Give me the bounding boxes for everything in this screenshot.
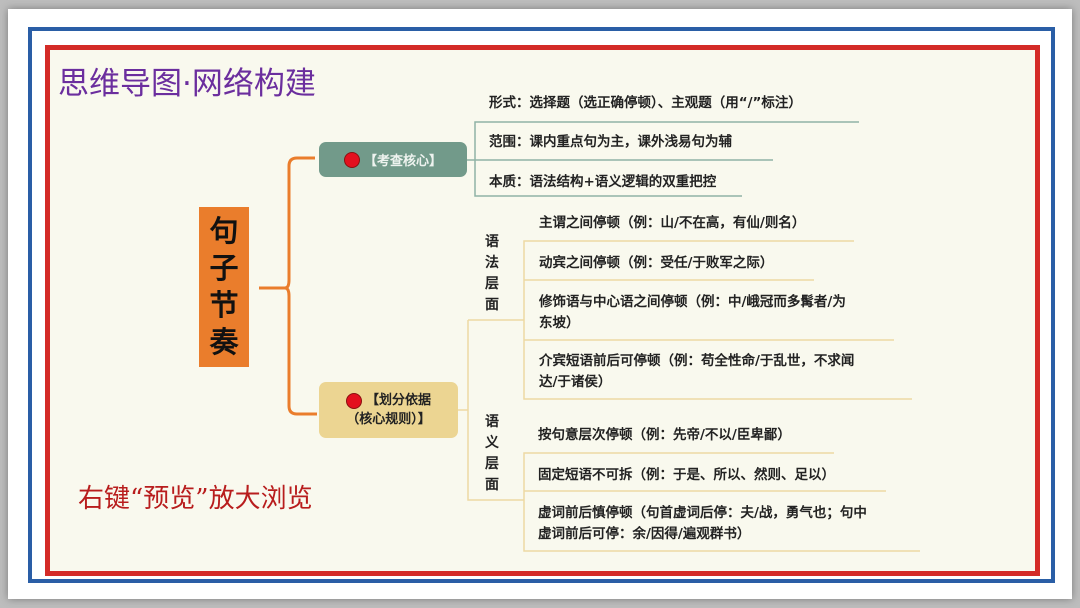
leaf-fixed-phrase: 固定短语不可拆（例：于是、所以、然则、足以）	[538, 467, 835, 483]
branch-label-line1: 【划分依据	[365, 393, 431, 408]
root-char: 子	[209, 251, 239, 285]
leaf-verb-object: 动宾之间停顿（例：受任/于败军之际）	[539, 255, 774, 271]
leaf-subject-predicate: 主谓之间停顿（例：山/不在高，有仙/则名）	[539, 215, 806, 231]
leaf-line: 介宾短语前后可停顿（例：苟全性命/于乱世，不求闻	[539, 353, 855, 369]
leaf-line: 修饰语与中心语之间停顿（例：中/峨冠而多髯者/为	[539, 294, 846, 310]
preview-hint: 右键“预览”放大浏览	[78, 484, 313, 514]
branch-division-basis[interactable]: 【划分依据 （核心规则）】	[319, 382, 458, 438]
leaf-scope: 范围：课内重点句为主，课外浅易句为辅	[489, 134, 732, 150]
branch-exam-core[interactable]: 【考查核心】	[319, 142, 467, 177]
label-char: 层	[485, 276, 499, 292]
leaf-line: 东坡）	[539, 315, 580, 331]
label-char: 语	[485, 414, 499, 430]
root-char: 节	[209, 288, 239, 322]
leaf-line: 达/于诸侯）	[539, 374, 612, 390]
group-label-semantic: 语 义 层 面	[484, 412, 500, 496]
label-char: 义	[485, 435, 499, 451]
branch-label-row: 【划分依据	[345, 391, 431, 410]
label-char: 法	[485, 255, 499, 271]
branch2-connector	[458, 240, 920, 552]
label-char: 面	[485, 297, 499, 313]
root-connector	[259, 156, 317, 416]
label-char: 层	[485, 456, 499, 472]
label-char: 语	[485, 234, 499, 250]
leaf-essence: 本质：语法结构+语义逻辑的双重把控	[489, 174, 717, 190]
red-dot-icon	[343, 151, 360, 168]
slide-title: 思维导图·网络构建	[58, 66, 316, 102]
group-label-grammar: 语 法 层 面	[484, 232, 500, 316]
leaf-meaning-level: 按句意层次停顿（例：先帝/不以/臣卑鄙）	[538, 427, 791, 443]
branch1-connector	[467, 121, 859, 197]
leaf-line: 虚词前后慎停顿（句首虚词后停：夫/战，勇气也；句中	[538, 505, 867, 521]
blue-frame	[28, 27, 1055, 583]
red-dot-icon	[345, 392, 362, 409]
root-char: 奏	[209, 325, 239, 359]
leaf-function-words: 虚词前后慎停顿（句首虚词后停：夫/战，勇气也；句中 虚词前后可停：余/因得/遍观…	[538, 503, 867, 545]
leaf-modifier: 修饰语与中心语之间停顿（例：中/峨冠而多髯者/为 东坡）	[539, 292, 846, 334]
root-char: 句	[209, 214, 239, 248]
label-char: 面	[485, 477, 499, 493]
leaf-prepositional: 介宾短语前后可停顿（例：苟全性命/于乱世，不求闻 达/于诸侯）	[539, 351, 854, 393]
leaf-form: 形式：选择题（选正确停顿）、主观题（用“/”标注）	[489, 95, 802, 111]
leaf-line: 虚词前后可停：余/因得/遍观群书）	[538, 526, 751, 542]
root-node: 句 子 节 奏	[199, 207, 249, 367]
branch-label: 【考查核心】	[363, 154, 442, 169]
branch-label-line2: （核心规则）】	[346, 412, 431, 427]
